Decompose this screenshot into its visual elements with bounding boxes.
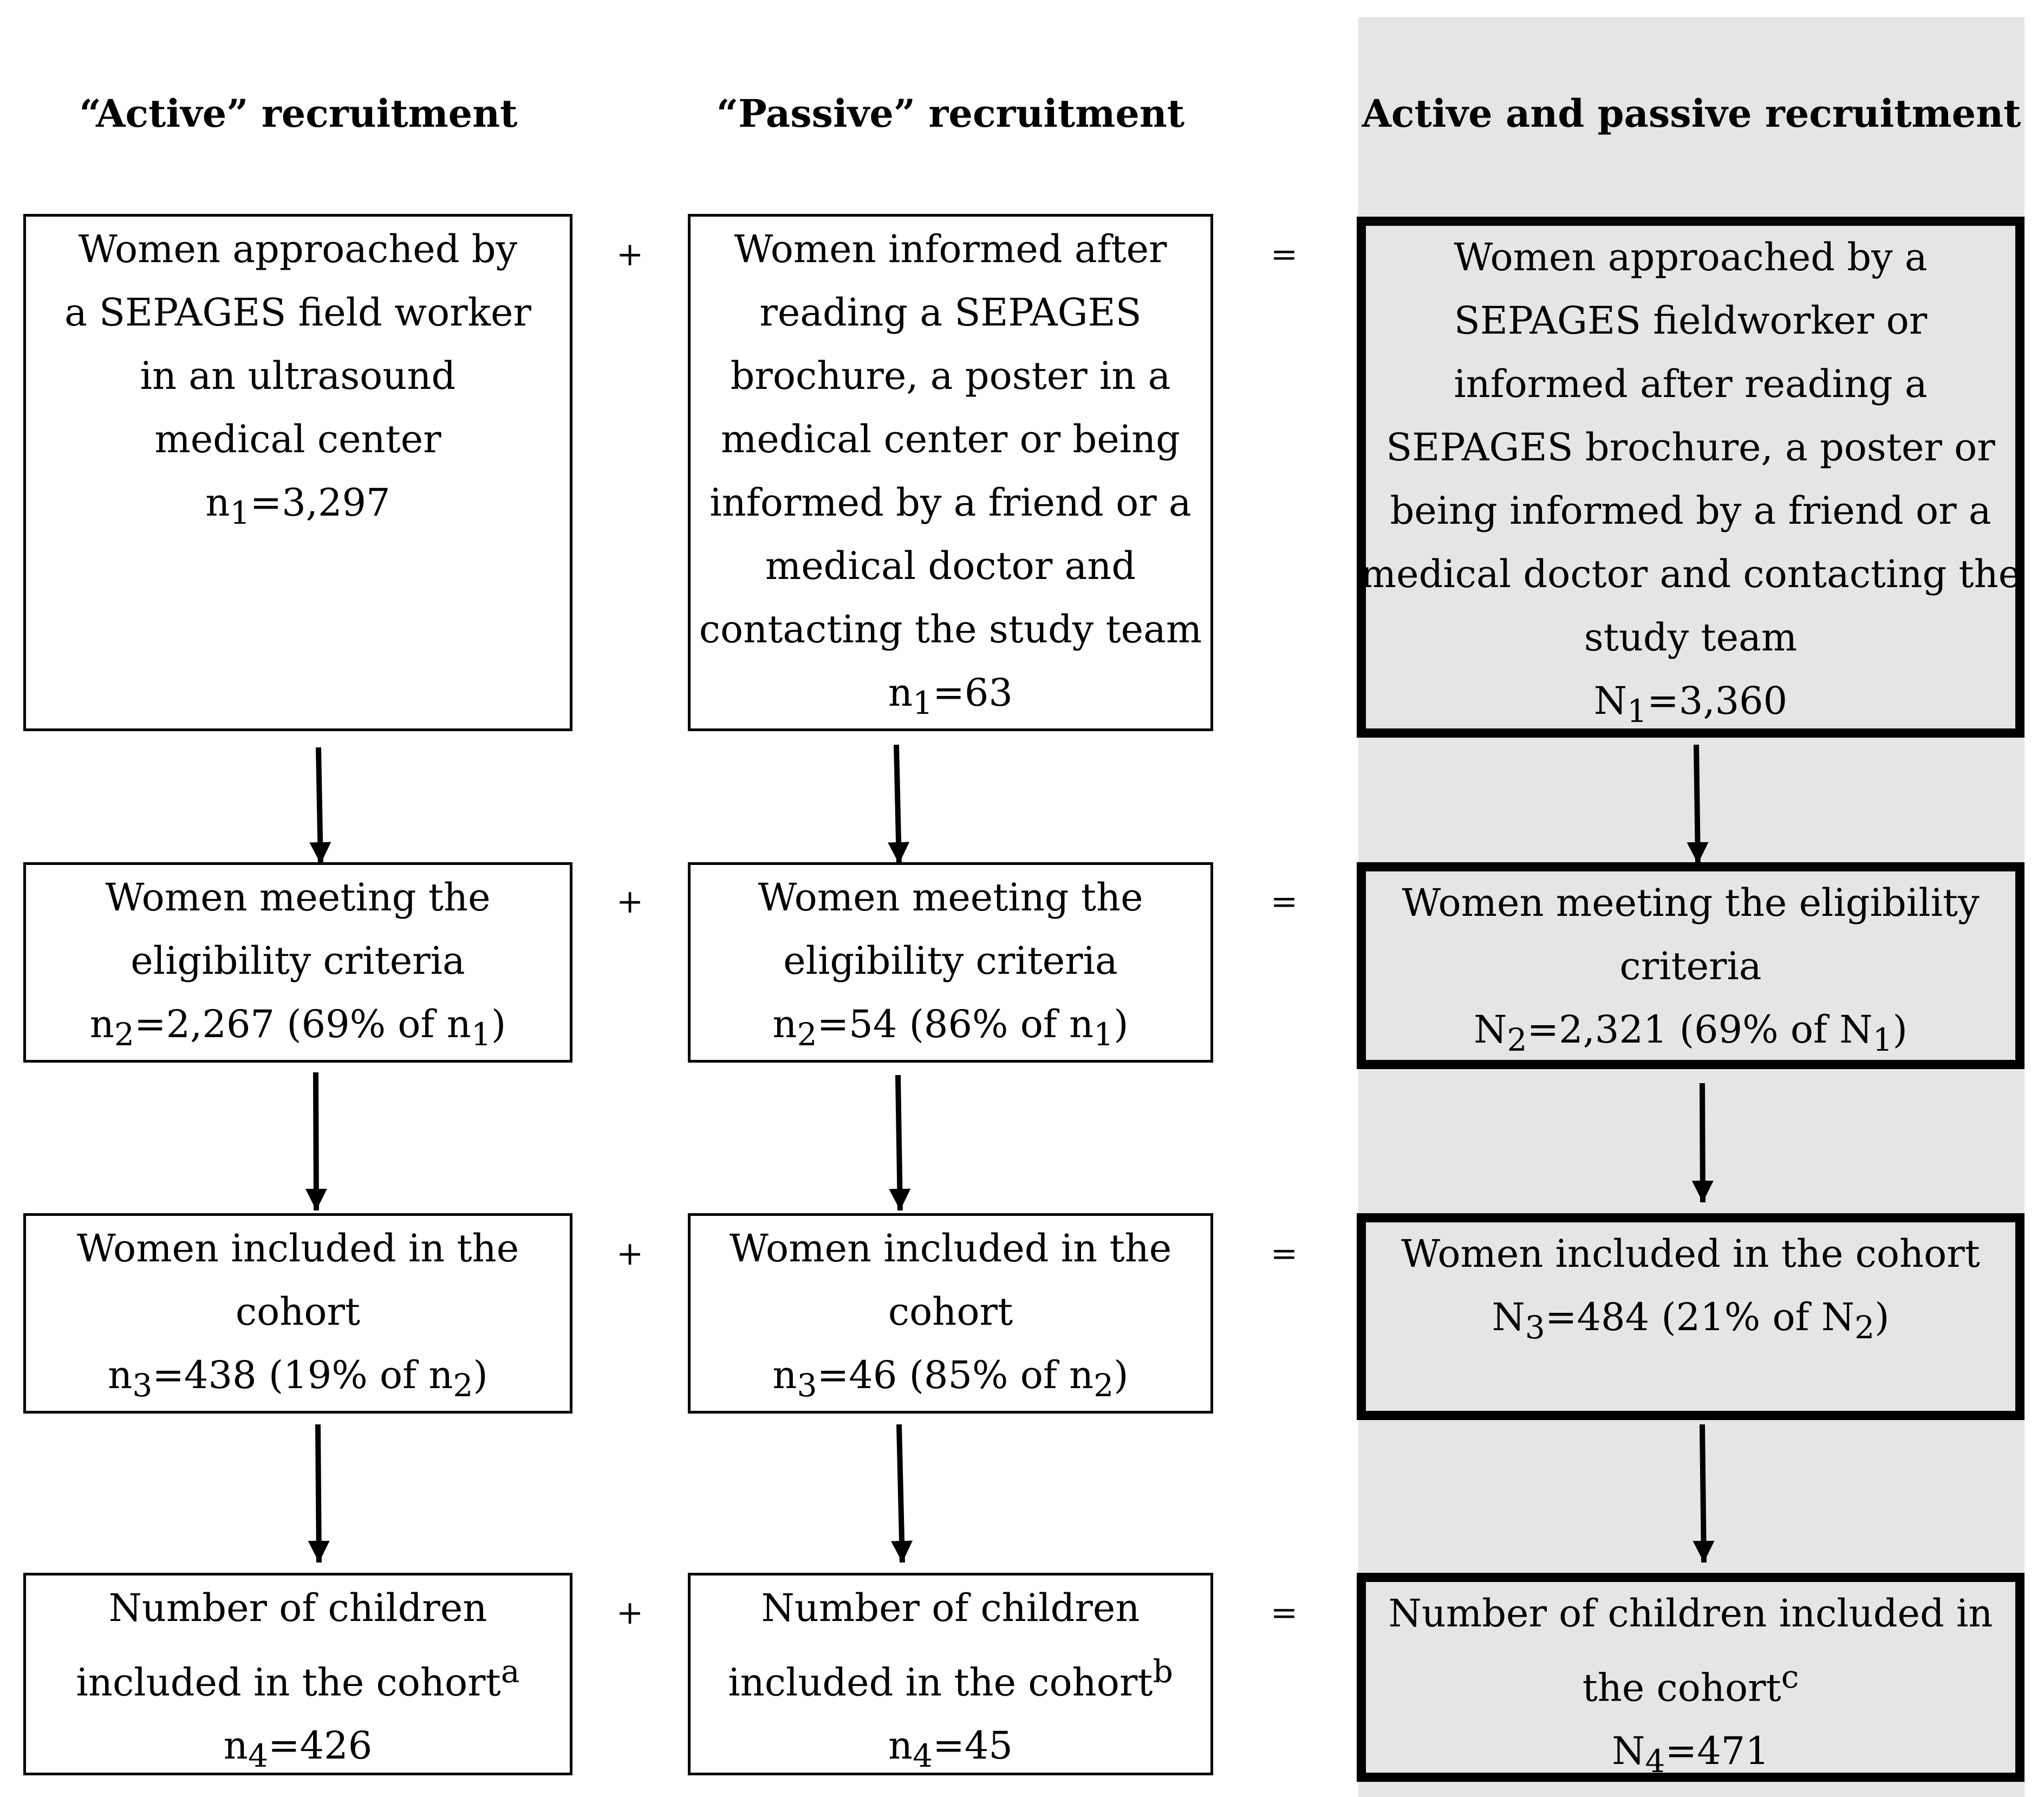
box-line: medical doctor and contacting the [1360,552,2021,596]
box-line: eligibility criteria [783,939,1118,983]
box-line: Women included in the [729,1226,1172,1271]
equals-operator: = [1270,1594,1298,1632]
box-passive-included: Women included in the cohort n3=46 (85% … [688,1213,1213,1414]
count-n3-passive: n3=46 (85% of n2) [772,1353,1129,1404]
box-line: Number of children [108,1586,487,1630]
box-passive-eligible: Women meeting the eligibility criteria n… [688,862,1213,1063]
count-N1-combined: N1=3,360 [1593,679,1788,730]
box-line: Women included in the [76,1226,519,1271]
arrow-passive-3 [891,1424,913,1563]
count-n2-passive: n2=54 (86% of n1) [772,1002,1129,1053]
arrow-passive-1 [888,744,910,864]
equals-operator: = [1270,236,1298,274]
box-active-included: Women included in the cohort n3=438 (19%… [23,1213,572,1414]
header-passive: “Passive” recruitment [716,91,1185,136]
box-line-with-footnote: included in the cohorta [76,1653,520,1705]
box-line: Women included in the cohort [1401,1232,1980,1276]
arrow-combined-2 [1691,1083,1714,1203]
box-line: Women informed after [734,227,1167,271]
arrow-passive-2 [889,1075,911,1211]
count-N3-combined: N3=484 (21% of N2) [1492,1295,1890,1346]
box-active-children: Number of children included in the cohor… [23,1573,572,1775]
count-n4-passive: n4=45 [888,1723,1013,1775]
box-line: medical center [154,417,441,461]
count-n1-active: n1=3,297 [205,480,390,531]
box-line: informed by a friend or a [709,480,1192,525]
box-line: cohort [888,1290,1013,1334]
box-line: Women meeting the [758,875,1143,920]
plus-operator: + [616,883,644,921]
box-line-with-footnote: the cohortc [1582,1658,1799,1710]
plus-operator: + [616,1594,644,1632]
box-line: Women approached by a [1454,235,1928,279]
count-N2-combined: N2=2,321 (69% of N1) [1474,1007,1908,1058]
plus-operator: + [616,1235,644,1273]
box-line: brochure, a poster in a [730,354,1171,398]
count-n4-active: n4=426 [223,1723,373,1775]
box-line: SEPAGES fieldworker or [1454,298,1928,343]
box-line: a SEPAGES field worker [64,290,531,335]
footnote-marker-a: a [500,1653,520,1690]
box-line: study team [1584,615,1798,660]
header-active: “Active” recruitment [79,91,518,136]
count-n1-passive: n1=63 [888,670,1013,721]
box-line: medical center or being [721,417,1180,461]
header-combined: Active and passive recruitment [1362,91,2021,136]
box-line: in an ultrasound [140,354,456,398]
box-line: cohort [235,1290,361,1334]
count-N4-combined: N4=471 [1612,1729,1769,1780]
box-passive-informed: Women informed after reading a SEPAGES b… [688,214,1213,731]
equals-operator: = [1270,883,1298,921]
arrow-combined-3 [1693,1424,1715,1563]
box-line: SEPAGES brochure, a poster or [1386,425,1995,470]
box-combined-approached: Women approached by a SEPAGES fieldworke… [1357,217,2025,738]
box-line: criteria [1619,944,1762,988]
box-line: Women meeting the eligibility [1402,881,1980,925]
box-combined-eligible: Women meeting the eligibility criteria N… [1357,862,2025,1069]
box-active-approached: Women approached by a SEPAGES field work… [23,214,572,731]
box-active-eligible: Women meeting the eligibility criteria n… [23,862,572,1063]
box-line-with-footnote: included in the cohortb [728,1653,1173,1705]
box-line: Number of children included in [1388,1591,1993,1636]
box-line: reading a SEPAGES [759,290,1142,335]
arrow-combined-1 [1687,744,1709,864]
arrow-active-1 [309,747,331,864]
equals-operator: = [1270,1235,1298,1273]
box-line: Women meeting the [105,875,491,920]
arrow-active-3 [308,1424,330,1563]
box-line: Women approached by [78,227,518,271]
box-combined-children: Number of children included in the cohor… [1357,1573,2025,1782]
box-line: informed after reading a [1454,362,1928,406]
footnote-marker-b: b [1153,1653,1173,1690]
box-line: contacting the study team [699,607,1202,652]
count-n3-active: n3=438 (19% of n2) [108,1353,488,1404]
box-passive-children: Number of children included in the cohor… [688,1573,1213,1775]
footnote-marker-c: c [1781,1658,1799,1695]
box-line: eligibility criteria [131,939,465,983]
plus-operator: + [616,236,644,274]
box-line: medical doctor and [765,544,1136,588]
box-line: Number of children [761,1586,1140,1630]
box-combined-included: Women included in the cohort N3=484 (21%… [1357,1213,2025,1420]
count-n2-active: n2=2,267 (69% of n1) [89,1002,506,1053]
box-line: being informed by a friend or a [1390,489,1991,533]
